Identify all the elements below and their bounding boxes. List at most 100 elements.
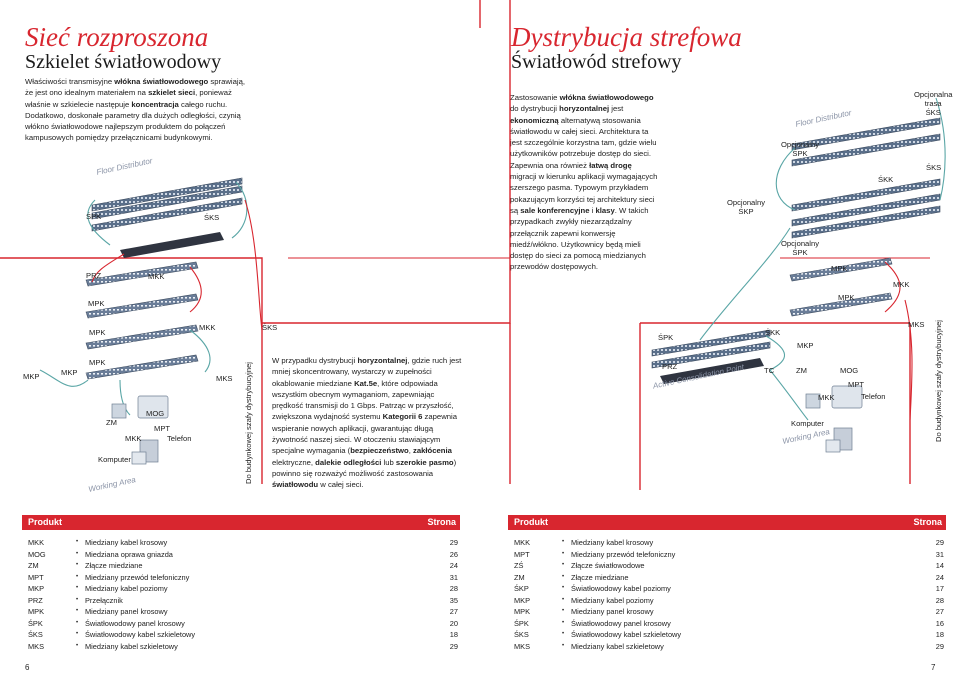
left-label-mkk2: MKK	[199, 323, 216, 332]
left-body-text: W przypadku dystrybucji horyzontalnej, g…	[272, 356, 462, 490]
row-description: Miedziany kabel krosowy	[571, 538, 654, 547]
row-description: Światłowodowy kabel szkieletowy	[85, 630, 196, 639]
row-bullet: •	[562, 550, 565, 557]
right-cables	[699, 97, 946, 421]
row-bullet: •	[76, 585, 79, 591]
row-page: 24	[449, 561, 458, 570]
left-floor-rack	[85, 177, 243, 380]
row-page: 17	[935, 584, 944, 593]
row-code: MKK	[28, 538, 45, 547]
row-bullet: •	[562, 642, 565, 649]
row-page: 28	[449, 584, 458, 593]
right-intro: Zastosowanie włókna światłowodowego do d…	[510, 93, 658, 272]
right-label-skk2: ŚKK	[765, 328, 781, 337]
row-description: Złącze miedziane	[85, 561, 143, 570]
row-page: 14	[935, 561, 944, 570]
left-page-number: 6	[25, 663, 30, 672]
right-label-komputer: Komputer	[791, 419, 824, 428]
right-title: Dystrybucja strefowa	[511, 22, 742, 52]
row-code: MKK	[514, 538, 531, 547]
row-page: 28	[935, 595, 944, 605]
left-table-header-page: Strona	[427, 517, 456, 527]
left-table-header: Produkt Strona	[22, 515, 460, 530]
row-code: ŚPK	[514, 618, 529, 628]
left-label-mpk2: MPK	[89, 328, 106, 337]
row-page: 24	[935, 572, 944, 582]
left-label-komputer: Komputer	[98, 455, 131, 464]
row-code: ŚKS	[28, 630, 43, 639]
row-bullet: •	[76, 573, 79, 580]
row-description: Złącze miedziane	[571, 572, 629, 582]
right-label-zm: ZM	[796, 366, 807, 375]
left-vertical-label: Do budynkowej szafy dystrybucyjnej	[244, 362, 253, 484]
row-description: Światłowodowy panel krosowy	[85, 618, 185, 628]
right-label-mkk2: MKK	[818, 393, 835, 402]
left-title: Sieć rozproszona	[25, 22, 209, 52]
row-description: Miedziana oprawa gniazda	[85, 549, 173, 559]
left-workarea-devices	[111, 395, 169, 465]
left-label-mkp1: MKP	[23, 372, 40, 381]
right-label-spk: ŚPK	[658, 333, 674, 342]
right-label-sks: ŚKS	[926, 163, 942, 172]
row-bullet: •	[76, 619, 79, 626]
row-page: 29	[449, 641, 458, 651]
left-label-mog: MOG	[146, 409, 165, 418]
row-bullet: •	[562, 562, 565, 568]
row-bullet: •	[76, 562, 79, 568]
row-bullet: •	[76, 608, 79, 614]
left-cables	[39, 181, 263, 416]
row-page: 27	[935, 607, 944, 616]
right-table-header-page: Strona	[913, 517, 942, 527]
row-page: 29	[449, 538, 458, 547]
left-intro: Właściwości transmisyjne włókna światłow…	[25, 77, 245, 143]
row-description: Miedziany kabel szkieletowy	[85, 641, 178, 651]
left-label-telefon: Telefon	[167, 434, 192, 443]
row-bullet: •	[76, 642, 79, 649]
row-code: MPT	[28, 572, 44, 582]
zone-boundaries	[0, 0, 930, 490]
row-description: Miedziany kabel poziomy	[85, 584, 168, 593]
right-label-opt-spk2: Opcjonalny ŚPK	[781, 239, 819, 257]
row-code: ZŚ	[514, 561, 524, 570]
row-bullet: •	[562, 539, 565, 545]
left-label-mkk1: MKK	[148, 272, 165, 281]
row-description: Miedziany kabel poziomy	[571, 595, 654, 605]
row-bullet: •	[562, 619, 565, 626]
left-label-sks2: ŚKS	[262, 323, 278, 332]
right-label-mkp: MKP	[797, 341, 814, 350]
row-bullet: •	[562, 573, 565, 580]
row-code: ŚKP	[514, 584, 529, 593]
left-label-zm: ZM	[106, 418, 117, 427]
right-label-mog: MOG	[840, 366, 859, 375]
left-label-mks: MKS	[216, 374, 233, 383]
right-label-skk1: ŚKK	[878, 175, 894, 184]
table-row: MKK • Miedziany kabel krosowy 29	[508, 537, 946, 548]
row-page: 16	[935, 618, 944, 628]
right-label-mks: MKS	[908, 320, 925, 329]
row-page: 29	[935, 538, 944, 547]
right-label-mkk1: MKK	[893, 280, 910, 289]
right-label-mpt: MPT	[848, 380, 865, 389]
row-description: Światłowodowy kabel poziomy	[571, 584, 671, 593]
row-description: Miedziany przewód telefoniczny	[571, 549, 676, 559]
row-page: 31	[935, 549, 944, 559]
row-code: MPK	[514, 607, 531, 616]
row-description: Przełącznik	[85, 595, 123, 605]
right-label-mpk1: MPK	[831, 264, 848, 273]
right-subtitle: Światłowód strefowy	[511, 51, 682, 73]
row-description: Złącze światłowodowe	[571, 561, 645, 570]
right-label-mpk2: MPK	[838, 293, 855, 302]
left-label-prz: PRZ	[86, 271, 102, 280]
